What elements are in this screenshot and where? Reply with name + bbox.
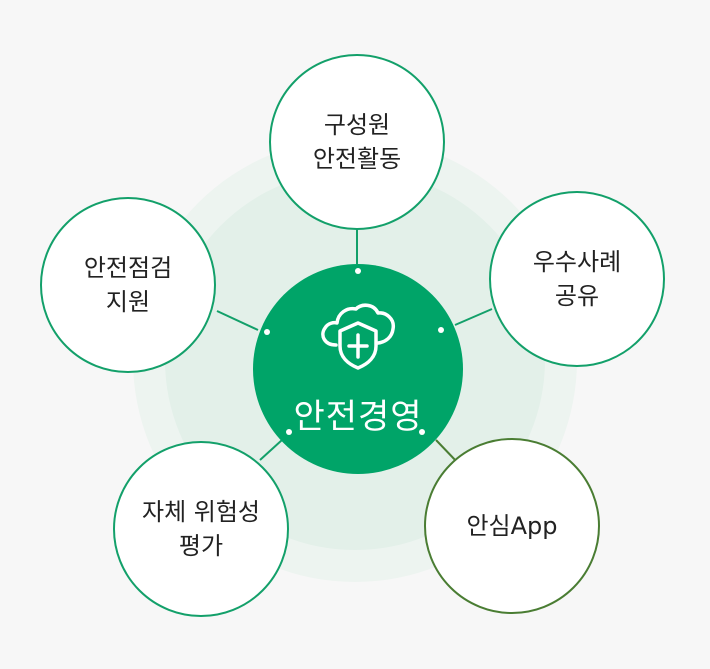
node-label-line: 우수사례: [532, 248, 622, 276]
center-dot-bottom-left: [286, 429, 292, 435]
center-dot-top: [355, 268, 361, 274]
node-label-line: 자체 위험성: [141, 498, 261, 526]
connector-right: [454, 308, 493, 326]
node-label-line: 구성원: [323, 111, 391, 139]
connector-bottom-left: [259, 439, 283, 461]
center-circle: 안전경영: [253, 264, 463, 474]
center-dot-right: [438, 327, 444, 333]
node-risk-assessment: 자체 위험성 평가: [113, 441, 289, 617]
cloud-shield-icon: [316, 301, 400, 375]
node-label-line: 평가: [178, 532, 224, 560]
node-inspection-support: 안전점검 지원: [40, 197, 216, 373]
node-label-line: 지원: [105, 288, 151, 316]
connector-left: [216, 310, 259, 331]
node-best-practice: 우수사례 공유: [489, 191, 665, 367]
node-label-line: 공유: [554, 282, 600, 310]
node-label-line: 안심App: [466, 512, 558, 540]
center-dot-left: [264, 329, 270, 335]
center-title: 안전경영: [293, 396, 423, 437]
node-safety-app: 안심App: [424, 438, 600, 614]
node-crew-safety: 구성원 안전활동: [269, 54, 445, 230]
node-label-line: 안전점검: [83, 254, 173, 282]
center-dot-bottom-right: [419, 429, 425, 435]
node-label-line: 안전활동: [312, 145, 402, 173]
